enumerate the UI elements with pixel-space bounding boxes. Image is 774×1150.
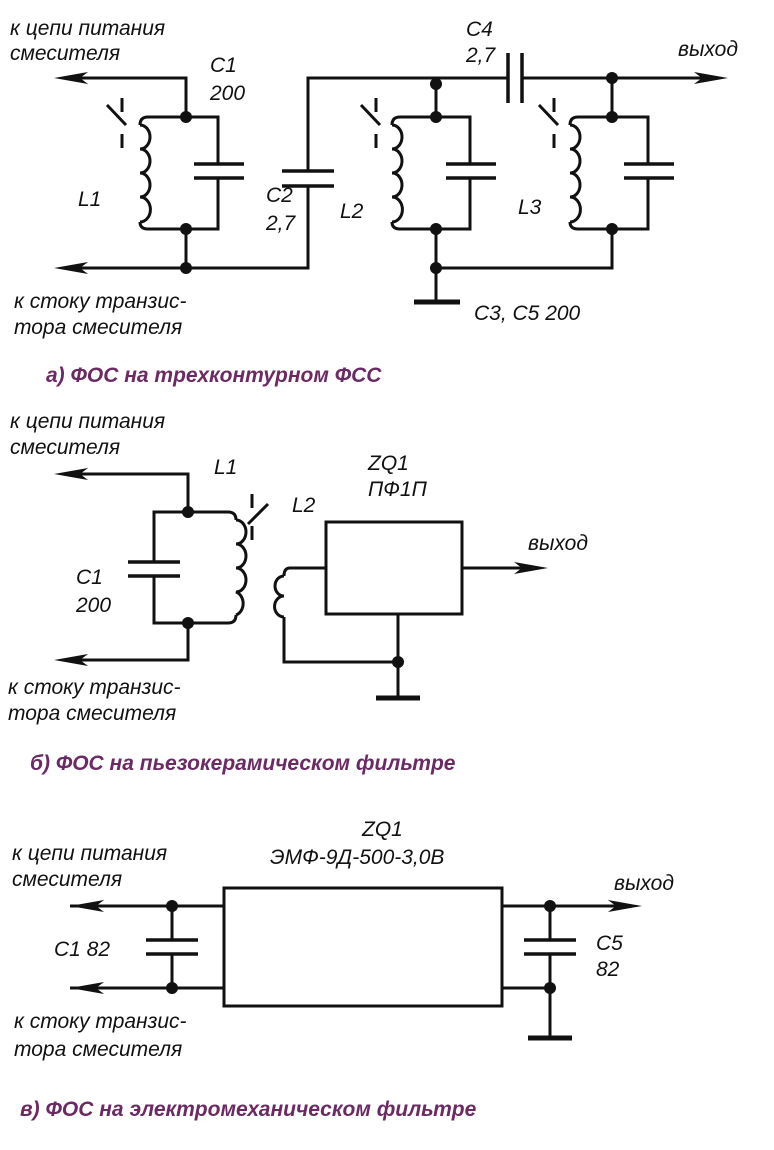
inductor-l3 bbox=[569, 123, 582, 224]
label-c4-value: 2,7 bbox=[465, 44, 497, 67]
capacitor-c5-c bbox=[524, 938, 576, 956]
arrow-in-drain-c bbox=[70, 982, 104, 994]
label-c2-value: 2,7 bbox=[265, 212, 297, 235]
label-c5-value-c: 82 bbox=[596, 958, 620, 981]
capacitor-c3 bbox=[446, 162, 496, 180]
label-power-b-1: к цепи питания bbox=[10, 410, 165, 433]
arrow-in-power-c bbox=[70, 900, 104, 912]
tuning-core-l2 bbox=[359, 98, 382, 148]
label-c1-value-b: 200 bbox=[75, 594, 111, 617]
label-c4-name: C4 bbox=[466, 18, 493, 41]
label-l2-b: L2 bbox=[292, 494, 316, 517]
capacitor-c1-c bbox=[146, 938, 198, 956]
label-c1-value-a: 200 bbox=[209, 82, 245, 105]
arrow-in-power-b bbox=[54, 468, 88, 480]
label-drain-b-2: тора смесителя bbox=[8, 702, 176, 725]
tuning-core-l1-b bbox=[246, 494, 270, 540]
label-output-b: выход bbox=[528, 532, 588, 555]
label-power-a-1: к цепи питания bbox=[10, 17, 165, 40]
label-drain-c-1: к стоку транзис- bbox=[14, 1010, 187, 1033]
label-l2-a: L2 bbox=[340, 200, 364, 223]
inductor-l1-b bbox=[235, 518, 248, 617]
label-power-c-1: к цепи питания bbox=[12, 842, 167, 865]
capacitor-c1 bbox=[194, 162, 244, 180]
inductor-l1 bbox=[139, 123, 152, 224]
diagram-a-wires bbox=[70, 76, 710, 300]
label-output-a: выход bbox=[678, 38, 738, 61]
label-c2-name: C2 bbox=[266, 184, 293, 207]
tuning-core-l3 bbox=[537, 98, 560, 148]
tuning-core-l1 bbox=[105, 98, 128, 148]
diagram-a: к цепи питания смесителя C1 200 C4 2,7 в… bbox=[10, 17, 738, 387]
label-power-b-2: смесителя bbox=[10, 436, 120, 459]
label-zq1-type-b: ПФ1П bbox=[368, 478, 428, 501]
inductor-l2-b bbox=[273, 574, 285, 619]
arrow-in-drain-a bbox=[54, 262, 88, 274]
label-drain-c-2: тора смесителя bbox=[14, 1038, 182, 1061]
label-zq1-name-c: ZQ1 bbox=[361, 818, 403, 841]
label-output-c: выход bbox=[614, 872, 674, 895]
label-drain-b-1: к стоку транзис- bbox=[8, 676, 181, 699]
inductor-l2 bbox=[391, 123, 404, 224]
capacitor-c2 bbox=[282, 169, 334, 188]
arrow-in-drain-b bbox=[54, 654, 88, 666]
label-l3: L3 bbox=[518, 196, 542, 219]
diagram-c: ZQ1 ЭМФ-9Д-500-3,0В к цепи питания смеси… bbox=[12, 818, 674, 1121]
arrow-output-b bbox=[514, 562, 548, 574]
label-drain-a-1: к стоку транзис- bbox=[14, 290, 187, 313]
label-l1-b: L1 bbox=[214, 456, 237, 479]
diagram-b-wires bbox=[70, 472, 530, 696]
label-c3-c5: C3, C5 200 bbox=[474, 302, 581, 325]
caption-c: в) ФОС на электромеханическом фильтре bbox=[20, 1098, 477, 1121]
arrow-output-c bbox=[608, 900, 642, 912]
junctions-b bbox=[182, 506, 404, 668]
filter-zq1-c bbox=[222, 886, 504, 1008]
label-zq1-name-b: ZQ1 bbox=[367, 452, 409, 475]
label-power-c-2: смесителя bbox=[12, 868, 122, 891]
label-c5-name-c: C5 bbox=[596, 932, 623, 955]
label-power-a-2: смесителя bbox=[10, 42, 120, 65]
arrow-in-power-a bbox=[54, 72, 88, 84]
arrow-output-a bbox=[694, 72, 728, 84]
label-c1-c: C1 82 bbox=[54, 938, 110, 961]
junctions-a bbox=[180, 72, 618, 274]
capacitor-c5 bbox=[624, 162, 674, 180]
label-c1-name-b: C1 bbox=[76, 566, 103, 589]
label-l1-a: L1 bbox=[78, 188, 101, 211]
label-drain-a-2: тора смесителя bbox=[14, 316, 182, 339]
caption-b: б) ФОС на пьезокерамическом фильтре bbox=[30, 752, 456, 775]
diagram-b: к цепи питания смесителя L1 L2 ZQ1 ПФ1П … bbox=[8, 410, 588, 775]
label-c1-name-a: C1 bbox=[210, 54, 237, 77]
caption-a: а) ФОС на трехконтурном ФСС bbox=[46, 364, 382, 387]
junctions-c bbox=[166, 900, 556, 994]
capacitor-c1-b bbox=[128, 560, 180, 578]
filter-zq1-b bbox=[324, 520, 464, 616]
label-zq1-type-c: ЭМФ-9Д-500-3,0В bbox=[270, 846, 444, 869]
capacitor-c4 bbox=[506, 53, 524, 103]
